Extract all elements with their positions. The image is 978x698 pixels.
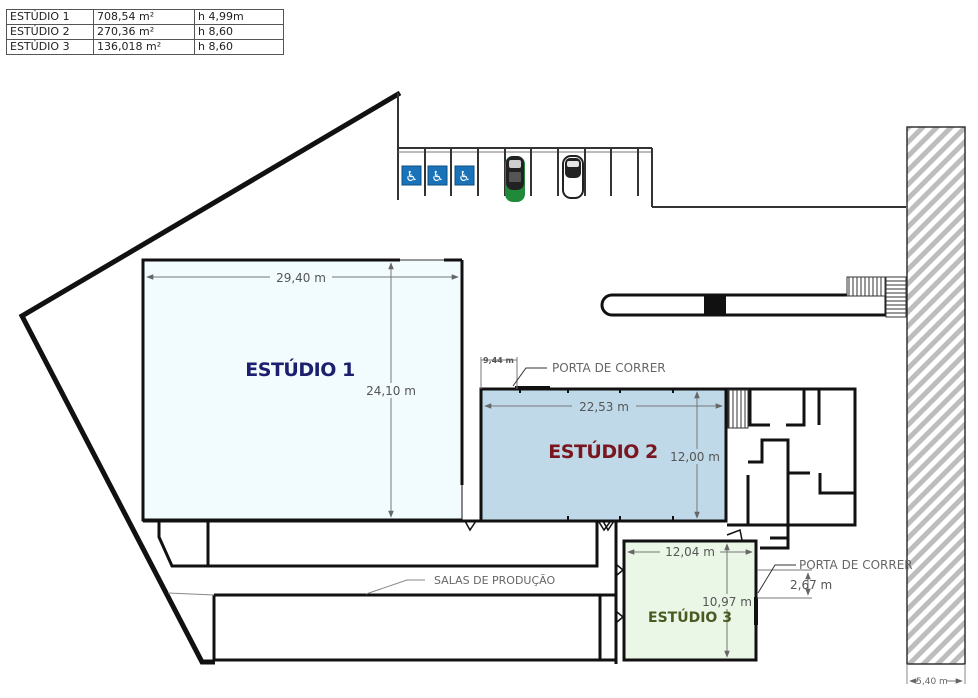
accessible-parking-icon: ♿ [401, 165, 422, 186]
service-block [726, 387, 857, 550]
sliding-door-label-1: PORTA DE CORRER [552, 361, 666, 375]
site-boundary [18, 90, 402, 665]
studio-2-label: ESTÚDIO 2 [548, 439, 657, 463]
table-row: ESTÚDIO 3 136,018 m² h 8,60 [6, 39, 284, 55]
wall-thickness-label: 5,40 m [916, 677, 948, 687]
studio-3-depth-label: 10,97 m [702, 595, 752, 609]
sliding-door-annotation-1: 9,44 m PORTA DE CORRER [480, 356, 666, 389]
table-row: ESTÚDIO 2 270,36 m² h 8,60 [6, 24, 284, 40]
studio-1-depth-label: 24,10 m [366, 384, 416, 398]
accessible-parking-icon: ♿ [454, 165, 475, 186]
sliding-door-annotation-2: 2,67 m PORTA DE CORRER [757, 558, 913, 599]
studio-1-label: ESTÚDIO 1 [245, 357, 354, 381]
svg-text:♿: ♿ [431, 169, 444, 185]
studio-3-width-label: 12,04 m [665, 545, 715, 559]
studio-3-label: ESTÚDIO 3 [648, 608, 732, 626]
production-rooms-annotation: SALAS DE PRODUÇÃO [365, 574, 555, 595]
studio-1-width-label: 29,40 m [276, 271, 326, 285]
car-icon [562, 155, 584, 199]
area-cell: 136,018 m² [93, 39, 195, 55]
area-cell: 270,36 m² [93, 24, 195, 40]
studio-2: 22,53 m 12,00 m ESTÚDIO 2 [479, 386, 728, 532]
studio-name-cell: ESTÚDIO 3 [6, 39, 94, 55]
studio-2-depth-label: 12,00 m [670, 450, 720, 464]
sliding-door-offset-label: 9,44 m [483, 356, 514, 365]
accessible-parking-icon: ♿ [427, 165, 448, 186]
height-cell: h 8,60 [194, 39, 284, 55]
svg-text:♿: ♿ [405, 169, 418, 185]
studio-3: 12,04 m 10,97 m ESTÚDIO 3 [622, 539, 758, 662]
sliding-door-width-label: 2,67 m [790, 578, 832, 592]
area-table: ESTÚDIO 1 708,54 m² h 4,99m ESTÚDIO 2 27… [6, 9, 284, 55]
studio-1: 29,40 m 24,10 m ESTÚDIO 1 [141, 258, 464, 522]
corridor-production [143, 519, 727, 664]
svg-text:♿: ♿ [458, 169, 471, 185]
car-icon [505, 156, 525, 202]
parking-area: ♿ ♿ ♿ [398, 147, 906, 208]
corridor-door [461, 485, 481, 532]
studio-2-width-label: 22,53 m [579, 400, 629, 414]
hatched-boundary-wall: 5,40 m [906, 126, 966, 687]
sliding-door-label-2: PORTA DE CORRER [799, 558, 913, 572]
ramp-walkway [600, 276, 907, 318]
production-rooms-label: SALAS DE PRODUÇÃO [434, 574, 555, 587]
